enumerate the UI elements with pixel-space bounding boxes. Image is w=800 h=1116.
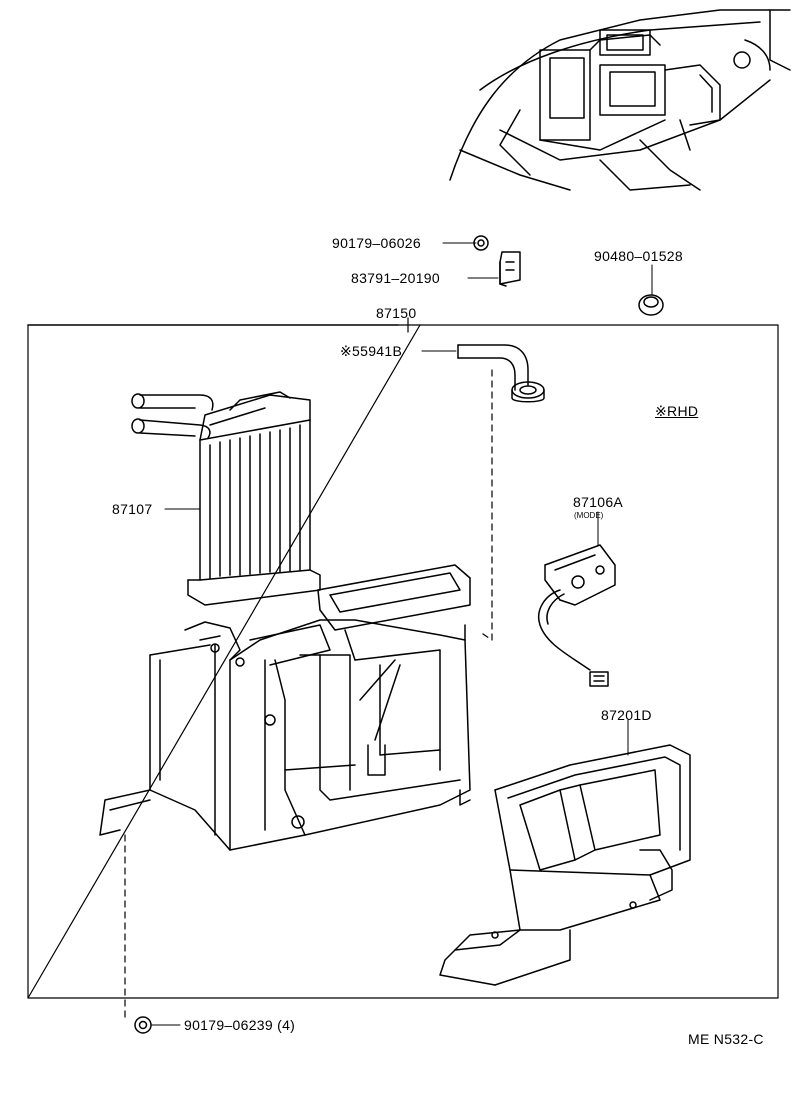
duct-hose-55941b [421, 344, 545, 641]
label-87107: 87107 [112, 501, 153, 517]
label-83791-20190: 83791–20190 [351, 270, 440, 286]
mode-servo-87106a [538, 511, 616, 687]
label-90179-06026: 90179–06026 [332, 235, 421, 251]
nut-90179-06026 [442, 235, 489, 251]
label-87106a: 87106A [573, 494, 624, 510]
heater-case-body [99, 564, 471, 851]
assembly-frame-87150 [27, 317, 779, 999]
label-87150: 87150 [376, 305, 417, 321]
label-mode: (MODE) [574, 511, 604, 520]
dashboard-location-inset [449, 9, 791, 191]
label-55941b: ※55941B [340, 343, 403, 359]
label-90179-06239: 90179–06239 (4) [184, 1017, 296, 1033]
clip-90480-01528 [638, 264, 664, 316]
heater-core-87107 [131, 391, 321, 606]
bracket-83791-20190 [467, 251, 521, 287]
label-rhd-note: ※RHD [655, 403, 699, 419]
screw-90179-06239 [124, 834, 181, 1034]
figure-code: ME N532-C [688, 1031, 764, 1047]
label-90480-01528: 90480–01528 [594, 248, 683, 264]
air-duct-87201d [439, 719, 691, 986]
label-87201d: 87201D [601, 707, 652, 723]
